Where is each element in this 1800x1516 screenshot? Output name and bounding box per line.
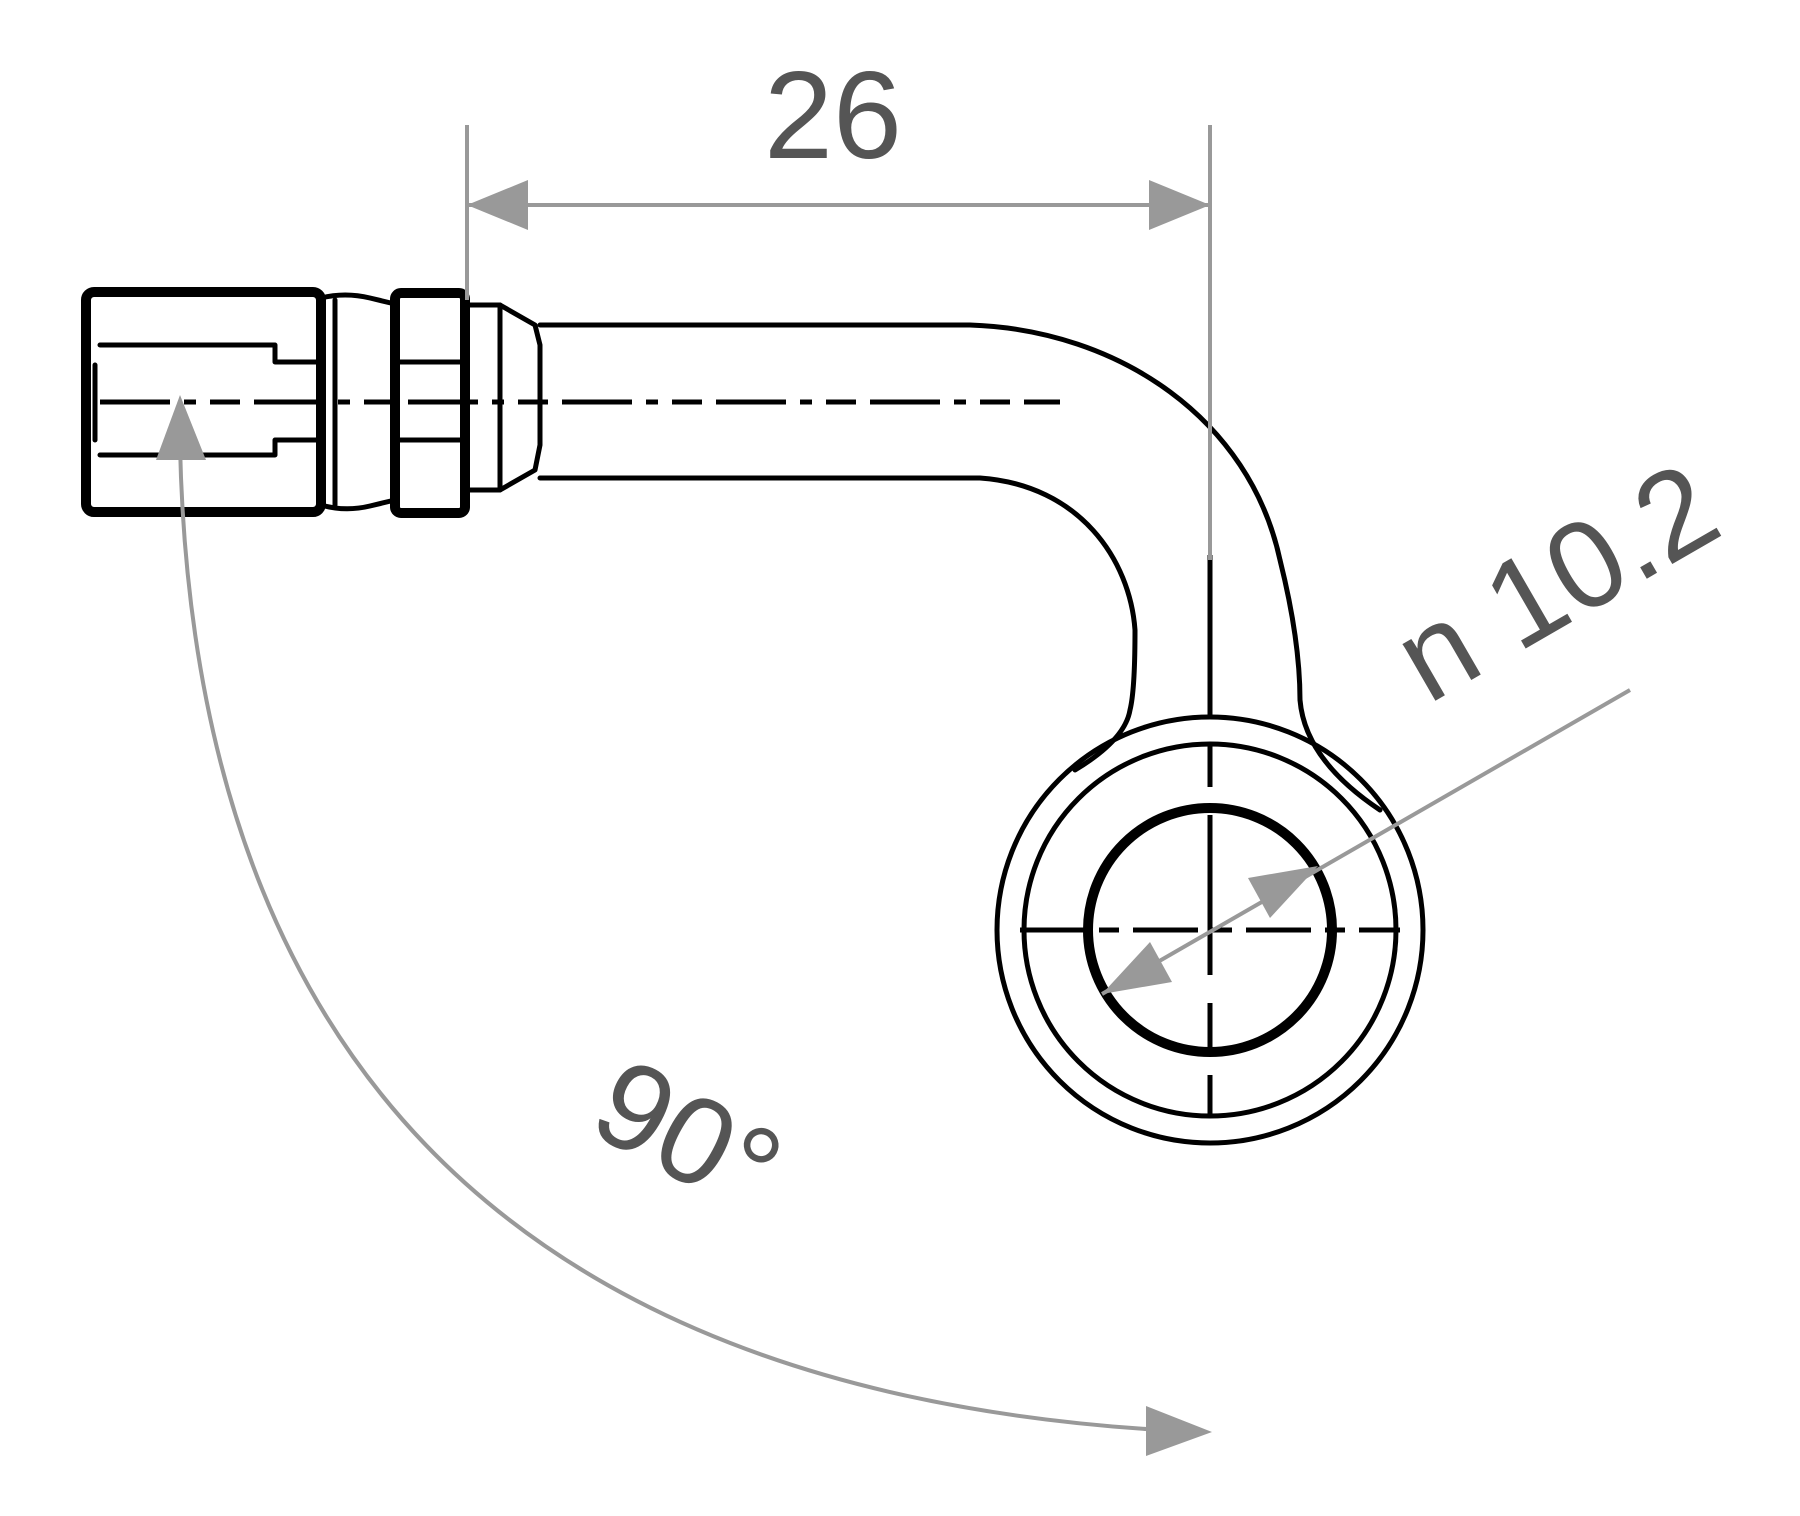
length-label: 26: [764, 47, 902, 185]
bore-arrow-upper: [1248, 866, 1318, 918]
length-arrow-right: [1149, 180, 1210, 230]
bend-angle-label: 90°: [572, 1032, 802, 1242]
bore-diameter-label: n 10.2: [1373, 436, 1741, 728]
tube-outer-wall: [537, 322, 1383, 813]
bend-angle-dimension: 90°: [156, 395, 1212, 1456]
fitting-collar: [318, 292, 398, 512]
angle-arrow-start: [156, 395, 206, 460]
length-dimension: 26: [465, 47, 1212, 560]
length-arrow-left: [467, 180, 528, 230]
fitting-ferrule: [462, 302, 543, 493]
angle-arrow-end: [1146, 1406, 1212, 1456]
bore-arrow-lower: [1102, 942, 1172, 994]
tube-inner-wall: [537, 475, 1138, 773]
